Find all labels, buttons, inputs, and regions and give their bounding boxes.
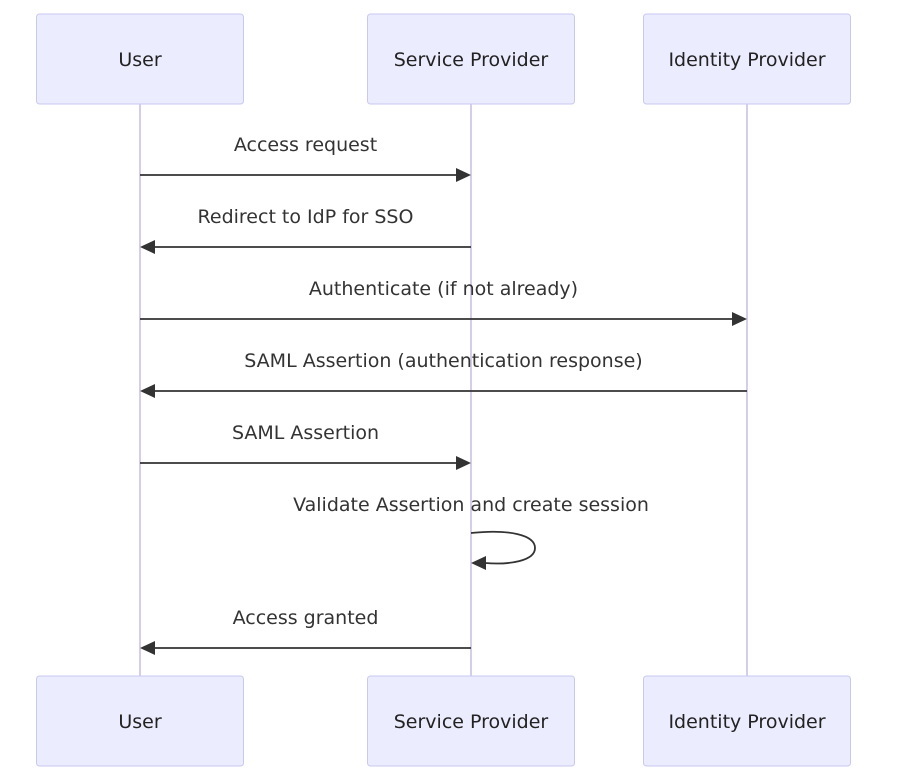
actor-box [367,13,575,105]
message-3: Authenticate (if not already) [140,278,747,326]
actor-box [643,675,851,767]
actors-top: User Service Provider Identity Provider [36,13,851,105]
message-1: Access request [140,134,471,182]
actor-bottom-idp: Identity Provider [643,675,851,767]
message-4: SAML Assertion (authentication response) [140,350,747,398]
message-label: SAML Assertion [232,422,379,444]
actors-bottom: User Service Provider Identity Provider [36,675,851,767]
actor-label: Service Provider [394,711,549,733]
arrowhead [140,384,155,398]
arrowhead [140,641,155,655]
message-label: Redirect to IdP for SSO [198,206,414,228]
actor-box [36,675,244,767]
actor-box [643,13,851,105]
message-7: Access granted [140,607,471,655]
message-5: SAML Assertion [140,422,471,470]
message-6: Validate Assertion and create session [293,494,649,570]
arrowhead [456,168,471,182]
actor-bottom-sp: Service Provider [367,675,575,767]
actor-label: Identity Provider [668,711,825,733]
actor-label: User [118,711,161,733]
message-label: SAML Assertion (authentication response) [244,350,642,372]
message-2: Redirect to IdP for SSO [140,206,471,254]
message-line [470,530,536,565]
message-label: Access granted [233,607,379,629]
message-label: Validate Assertion and create session [293,494,649,516]
actor-label: User [118,49,161,71]
actor-label: Identity Provider [668,49,825,71]
arrowhead [732,312,747,326]
actor-top-user: User [36,13,244,105]
actor-bottom-user: User [36,675,244,767]
arrowhead [471,556,486,570]
arrowhead [456,456,471,470]
actor-box [367,675,575,767]
actor-label: Service Provider [394,49,549,71]
message-label: Authenticate (if not already) [309,278,578,300]
message-label: Access request [234,134,377,156]
actor-box [36,13,244,105]
lifelines [139,104,748,676]
actor-top-idp: Identity Provider [643,13,851,105]
arrowhead [140,240,155,254]
actor-top-sp: Service Provider [367,13,575,105]
